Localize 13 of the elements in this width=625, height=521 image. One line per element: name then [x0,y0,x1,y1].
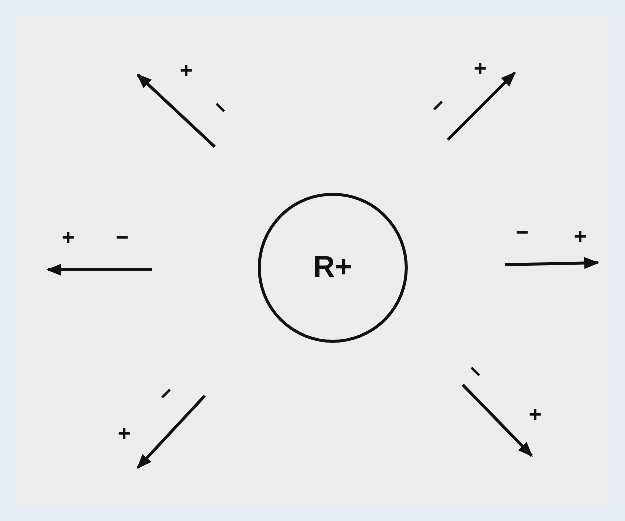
charge-sign: + [474,58,487,80]
charge-sign: + [574,226,587,248]
charge-sign: − [208,96,233,120]
charge-label: R+ [313,251,353,285]
charge-sign: − [516,222,529,244]
charge-sign: + [118,423,131,445]
charge-sign: − [154,382,179,406]
charge-sign: + [529,404,542,426]
charge-sign: − [463,360,488,384]
charge-sign: − [116,227,129,249]
charge-sign: + [62,227,75,249]
charge-sign: − [426,94,451,118]
charge-sign: + [180,60,193,82]
